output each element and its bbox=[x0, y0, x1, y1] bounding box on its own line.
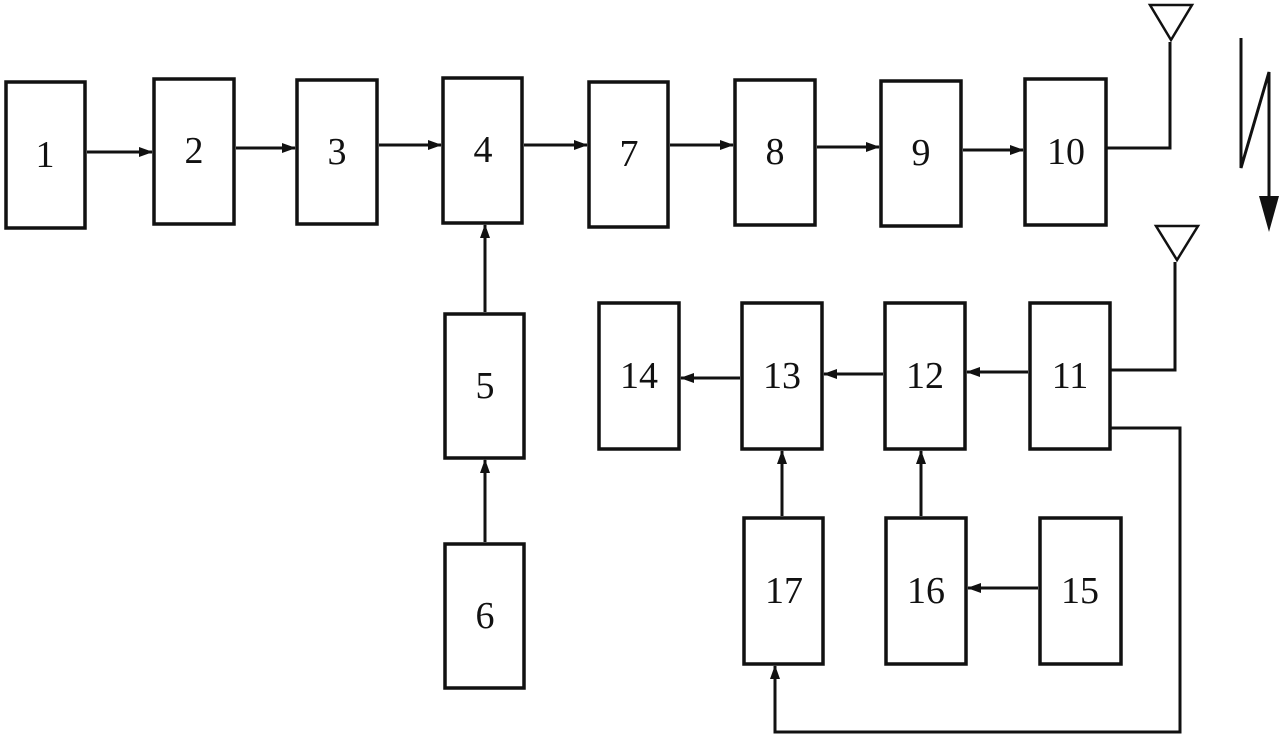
block-4-label: 4 bbox=[474, 129, 493, 171]
block-16-label: 16 bbox=[907, 570, 945, 612]
block-6-label: 6 bbox=[476, 595, 495, 637]
block-13: 13 bbox=[742, 303, 822, 449]
block-5-label: 5 bbox=[476, 365, 495, 407]
block-6: 6 bbox=[445, 544, 524, 688]
block-3: 3 bbox=[297, 80, 377, 224]
block-8: 8 bbox=[735, 80, 815, 225]
block-11-label: 11 bbox=[1052, 355, 1089, 397]
block-15-label: 15 bbox=[1061, 570, 1099, 612]
block-3-label: 3 bbox=[328, 131, 347, 173]
block-8-label: 8 bbox=[766, 131, 785, 173]
wireless-link-icon bbox=[1241, 38, 1279, 232]
block-12-label: 12 bbox=[906, 355, 944, 397]
block-7: 7 bbox=[589, 82, 668, 227]
block-11: 11 bbox=[1030, 303, 1110, 449]
block-12: 12 bbox=[885, 303, 965, 449]
antenna-icon bbox=[1110, 226, 1198, 370]
block-17: 17 bbox=[744, 518, 823, 664]
block-7-label: 7 bbox=[620, 133, 639, 175]
block-14: 14 bbox=[599, 303, 679, 449]
block-9-label: 9 bbox=[912, 132, 931, 174]
block-2-label: 2 bbox=[185, 130, 204, 172]
block-1: 1 bbox=[6, 82, 85, 228]
block-1-label: 1 bbox=[36, 134, 55, 176]
block-9: 9 bbox=[881, 81, 961, 226]
block-2: 2 bbox=[154, 79, 234, 224]
block-10-label: 10 bbox=[1047, 131, 1085, 173]
block-4: 4 bbox=[443, 78, 522, 223]
block-16: 16 bbox=[886, 518, 966, 664]
block-14-label: 14 bbox=[620, 355, 658, 397]
block-5: 5 bbox=[445, 314, 524, 458]
antenna-icon bbox=[1106, 5, 1192, 148]
block-15: 15 bbox=[1040, 518, 1121, 664]
block-17-label: 17 bbox=[765, 570, 803, 612]
block-10: 10 bbox=[1025, 79, 1106, 225]
block-13-label: 13 bbox=[763, 355, 801, 397]
